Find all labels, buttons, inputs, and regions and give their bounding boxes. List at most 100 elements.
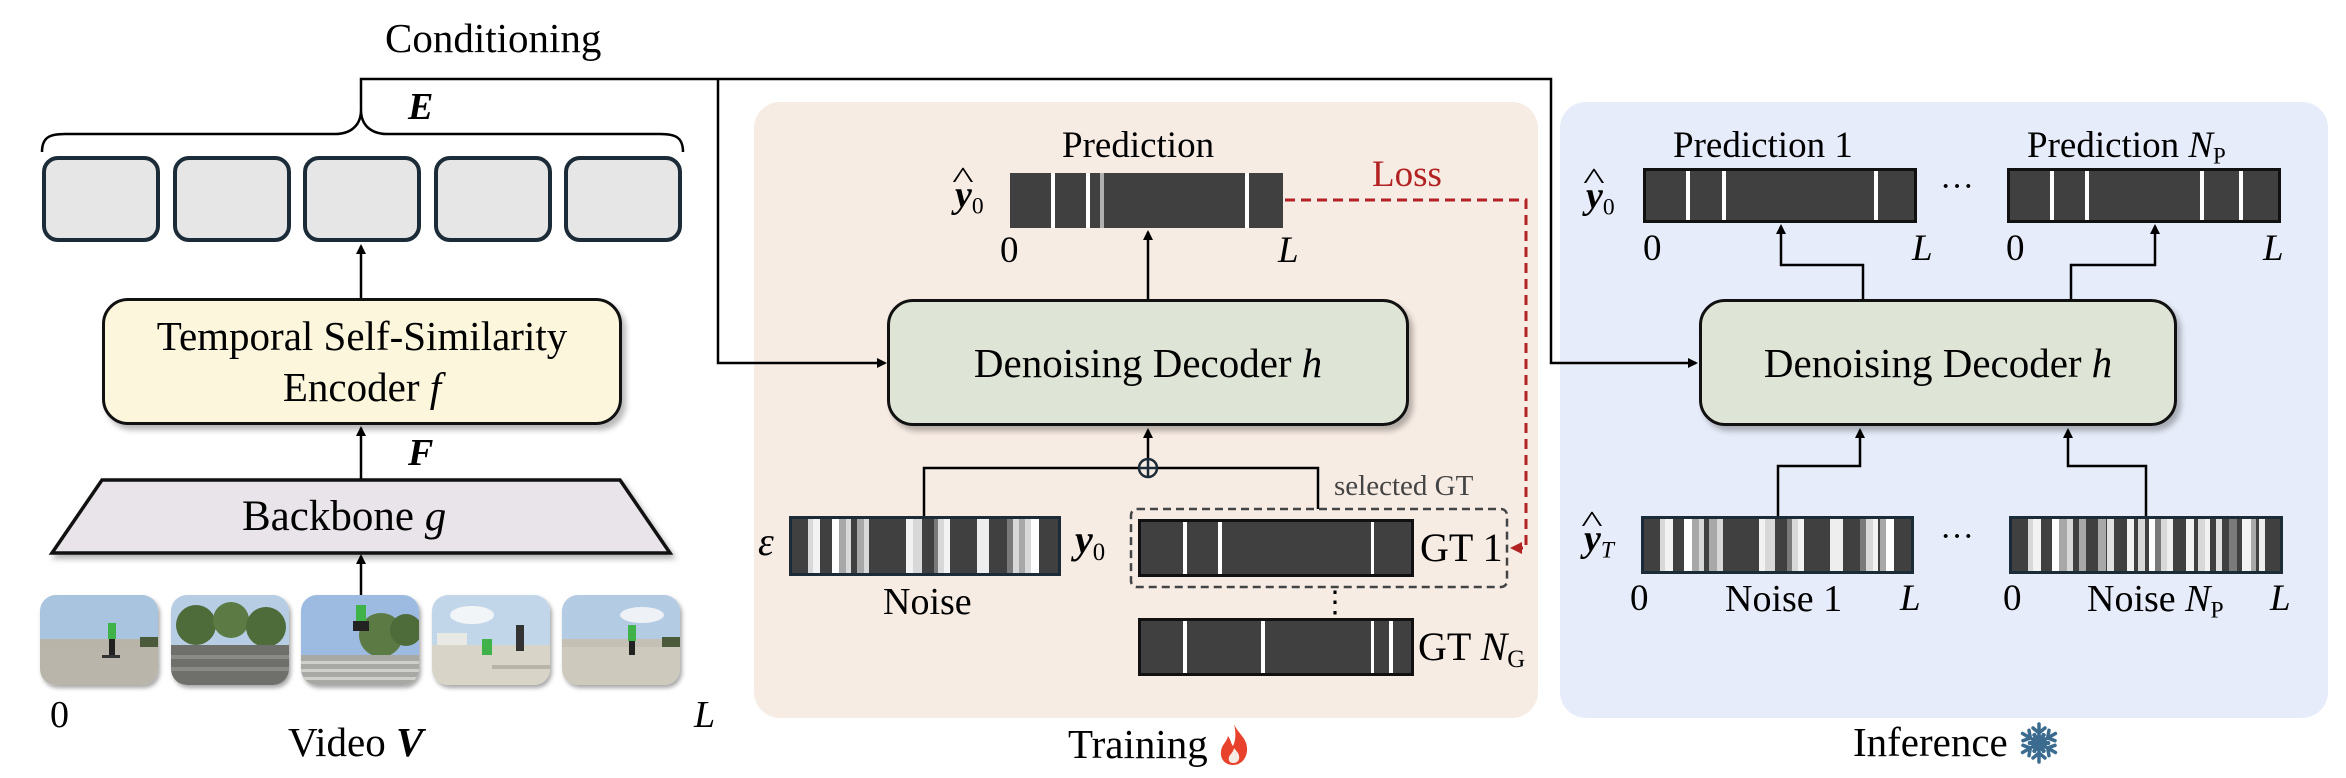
noise-stripe: [838, 519, 846, 573]
encoder-symbol: f: [429, 363, 442, 410]
y-hat-symbol: y: [1584, 520, 1601, 558]
inference-noise-end-tick: L: [2270, 578, 2291, 619]
fire-icon: [1220, 724, 1248, 765]
noise-stripe: [913, 519, 923, 573]
training-prediction-title: Prediction: [1062, 125, 1215, 166]
noise-stripe: [1885, 519, 1894, 571]
inference-prediction-title: Prediction NP: [2027, 127, 2226, 168]
boundary-stripe: [1182, 522, 1187, 574]
loss-label: Loss: [1372, 154, 1442, 195]
encoder-label-line1: Temporal Self-Similarity: [156, 313, 568, 360]
gt-symbol: y0: [1075, 520, 1105, 566]
inference-prediction-title: Prediction 1: [1673, 127, 1853, 164]
embedding-symbol-text: E: [408, 86, 434, 128]
training-noise-bar: [789, 516, 1061, 576]
noise-stripe: [1866, 519, 1873, 571]
backbone-label-text: Backbone: [242, 493, 425, 540]
boundary-stripe: [1217, 522, 1222, 574]
boundary-stripe: [2239, 171, 2243, 220]
feature-symbol: F: [408, 434, 433, 472]
noise-stripe: [2079, 519, 2086, 571]
subscript: 0: [1092, 538, 1106, 566]
embedding-token: [303, 156, 421, 242]
noise-stripe: [1709, 519, 1718, 571]
inference-noise-caption: Noise NP: [2087, 580, 2224, 623]
noise-stripe: [1665, 519, 1673, 571]
boundary-stripe: [1370, 621, 1375, 673]
training-prediction-start-tick: 0: [1000, 230, 1019, 271]
noise-stripe: [1007, 519, 1013, 573]
conditioning-label: Conditioning: [385, 15, 602, 61]
decoder-label-text: Denoising Decoder: [973, 339, 1292, 386]
prediction-title-text: Prediction 1: [1673, 125, 1853, 166]
noise-stripe: [943, 519, 951, 573]
inference-panel-label: Inference: [1853, 722, 2061, 764]
noise-stripe: [2186, 519, 2195, 571]
noise-stripe: [2242, 519, 2251, 571]
backbone-symbol: g: [424, 493, 447, 540]
video-label-text: Video: [288, 719, 396, 765]
noise-stripe: [831, 519, 839, 573]
training-denoising-decoder: Denoising Decoder h: [887, 299, 1409, 426]
inference-prediction-bar: [2007, 168, 2281, 223]
y-symbol: y: [1075, 517, 1093, 562]
noise-stripe: [2067, 519, 2073, 571]
gt-label: GT 1: [1420, 528, 1503, 568]
embedding-brace: [40, 109, 685, 153]
temporal-self-similarity-encoder: Temporal Self-Similarity Encoder f: [102, 298, 622, 425]
noise-stripe: [1699, 519, 1705, 571]
gt-label-text: GT: [1418, 624, 1481, 669]
noise-stripe: [1880, 519, 1886, 571]
boundary-stripe: [1873, 171, 1878, 220]
noise-stripe: [976, 519, 989, 573]
noise-stripe: [2215, 519, 2223, 571]
noise-stripe: [2059, 519, 2068, 571]
inference-prediction-end-tick: L: [2263, 228, 2284, 269]
training-prediction-bar: [1010, 173, 1283, 228]
inference-prediction-start-tick: 0: [2006, 228, 2025, 269]
inference-noise-ellipsis: ···: [1940, 518, 1974, 555]
subscript: T: [1600, 537, 1614, 564]
noise-stripe: [2258, 519, 2266, 571]
noise-stripe: [1872, 519, 1879, 571]
noise-stripe: [906, 519, 914, 573]
inference-noise-bar: [2009, 516, 2283, 574]
decoder-label-text: Denoising Decoder: [1763, 339, 2082, 386]
noise-stripe: [2229, 519, 2238, 571]
noise-stripe: [2127, 519, 2134, 571]
noise-stripe: [857, 519, 864, 573]
training-noise-caption: Noise: [883, 581, 972, 623]
noise-stripe: [2198, 519, 2205, 571]
inference-noise-start-tick: 0: [2003, 578, 2022, 619]
noise-stripe: [2033, 519, 2042, 571]
video-frame-image: [40, 595, 158, 685]
embedding-token: [434, 156, 552, 242]
boundary-stripe: [1100, 173, 1104, 228]
inference-prediction-end-tick: L: [1912, 228, 1933, 269]
gt-label-text: GT 1: [1420, 525, 1503, 570]
noise-stripe: [2148, 519, 2156, 571]
noise-stripe: [1684, 519, 1692, 571]
noise-stripe: [1792, 519, 1798, 571]
inference-noise-start-tick: 0: [1630, 578, 1649, 619]
noise-stripe: [2167, 519, 2173, 571]
video-frame: [562, 595, 680, 685]
noise-stripe: [1758, 519, 1766, 571]
noise-stripe: [1829, 519, 1843, 571]
noise-stripe: [1860, 519, 1867, 571]
boundary-stripe: [1261, 621, 1265, 673]
noise-stripe: [1691, 519, 1699, 571]
noise-stripe: [1019, 519, 1025, 573]
noise-stripe: [2137, 519, 2145, 571]
video-label: Video V: [288, 722, 423, 763]
noise-stripe: [807, 519, 814, 573]
inference-noise-end-tick: L: [1900, 578, 1921, 619]
inference-prediction-ellipsis: ···: [1940, 168, 1974, 205]
video-start-tick: 0: [50, 694, 69, 736]
subscript: 0: [1602, 194, 1615, 221]
prediction-title-text: Prediction: [2027, 125, 2189, 166]
boundary-stripe: [1182, 621, 1187, 673]
boundary-stripe: [1686, 171, 1690, 220]
embedding-symbol: E: [408, 88, 433, 126]
boundary-stripe: [2050, 171, 2054, 220]
